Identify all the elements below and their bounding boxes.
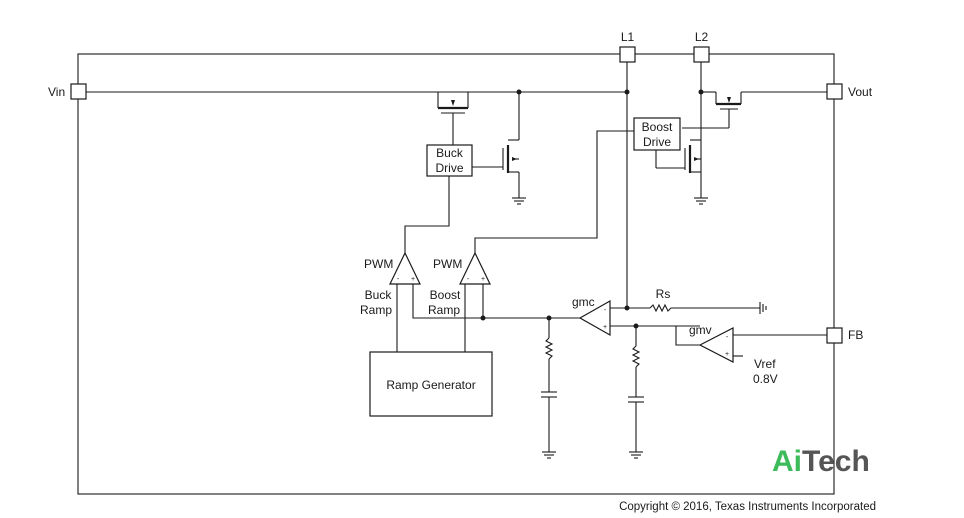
- pin-l2: [693, 46, 710, 63]
- ic-outline: [77, 53, 835, 495]
- pin-l1: [619, 46, 636, 63]
- gmv-amplifier: - +: [698, 327, 734, 363]
- boost-high-side-fet: [682, 91, 742, 129]
- pwm-comparator-boost: - +: [459, 251, 491, 285]
- buck-drive-label-2: Drive: [435, 161, 463, 175]
- buck-low-side-fet: [472, 92, 526, 205]
- ramp-generator-block: Ramp Generator: [369, 351, 493, 417]
- compensation-network-1: [541, 318, 557, 459]
- vout-label: Vout: [848, 85, 873, 99]
- gmc-amplifier: - +: [578, 299, 611, 337]
- ramp-generator-label: Ramp Generator: [386, 378, 475, 392]
- boost-drive-label-1: Boost: [642, 120, 673, 134]
- svg-text:+: +: [603, 324, 607, 331]
- boost-low-side-fet: [655, 139, 708, 205]
- pin-fb: [826, 327, 843, 344]
- svg-text:-: -: [467, 276, 470, 283]
- pwm-buck-label: PWM: [364, 257, 393, 271]
- vref-value: 0.8V: [753, 372, 778, 386]
- fb-label: FB: [848, 328, 863, 342]
- boost-drive-block: Boost Drive: [633, 117, 681, 151]
- buck-drive-label-1: Buck: [436, 146, 464, 160]
- l2-label: L2: [695, 30, 709, 44]
- svg-text:+: +: [725, 351, 729, 358]
- boost-drive-label-2: Drive: [643, 135, 671, 149]
- svg-text:-: -: [604, 307, 607, 314]
- l1-label: L1: [621, 30, 635, 44]
- gmc-label: gmc: [572, 295, 595, 309]
- vref-label: Vref: [754, 357, 776, 371]
- pin-vin: [70, 83, 87, 100]
- boost-pwm-wire: [474, 130, 634, 253]
- boost-ramp-label-2: Ramp: [428, 303, 460, 317]
- buck-pwm-wire: [404, 176, 450, 253]
- svg-text:-: -: [726, 334, 729, 341]
- pin-vout: [826, 83, 843, 100]
- gmv-label: gmv: [689, 323, 712, 337]
- buck-high-side-fet: [437, 92, 469, 146]
- copyright-text: Copyright © 2016, Texas Instruments Inco…: [619, 501, 876, 513]
- pwm-boost-label: PWM: [433, 257, 462, 271]
- svg-text:+: +: [481, 276, 485, 283]
- boost-ramp-label-1: Boost: [430, 288, 461, 302]
- vin-label: Vin: [48, 85, 65, 99]
- svg-text:+: +: [411, 276, 415, 283]
- watermark-logo: AiTech: [772, 445, 870, 478]
- pwm-comparator-buck: - +: [389, 251, 421, 285]
- buck-ramp-label-1: Buck: [365, 288, 393, 302]
- rs-label: Rs: [656, 287, 671, 301]
- rs-sense-resistor: [627, 302, 767, 314]
- svg-text:-: -: [397, 276, 400, 283]
- error-node: [412, 284, 580, 319]
- buck-ramp-label-2: Ramp: [360, 303, 392, 317]
- compensation-network-2: [628, 326, 644, 459]
- buck-drive-block: Buck Drive: [426, 144, 473, 177]
